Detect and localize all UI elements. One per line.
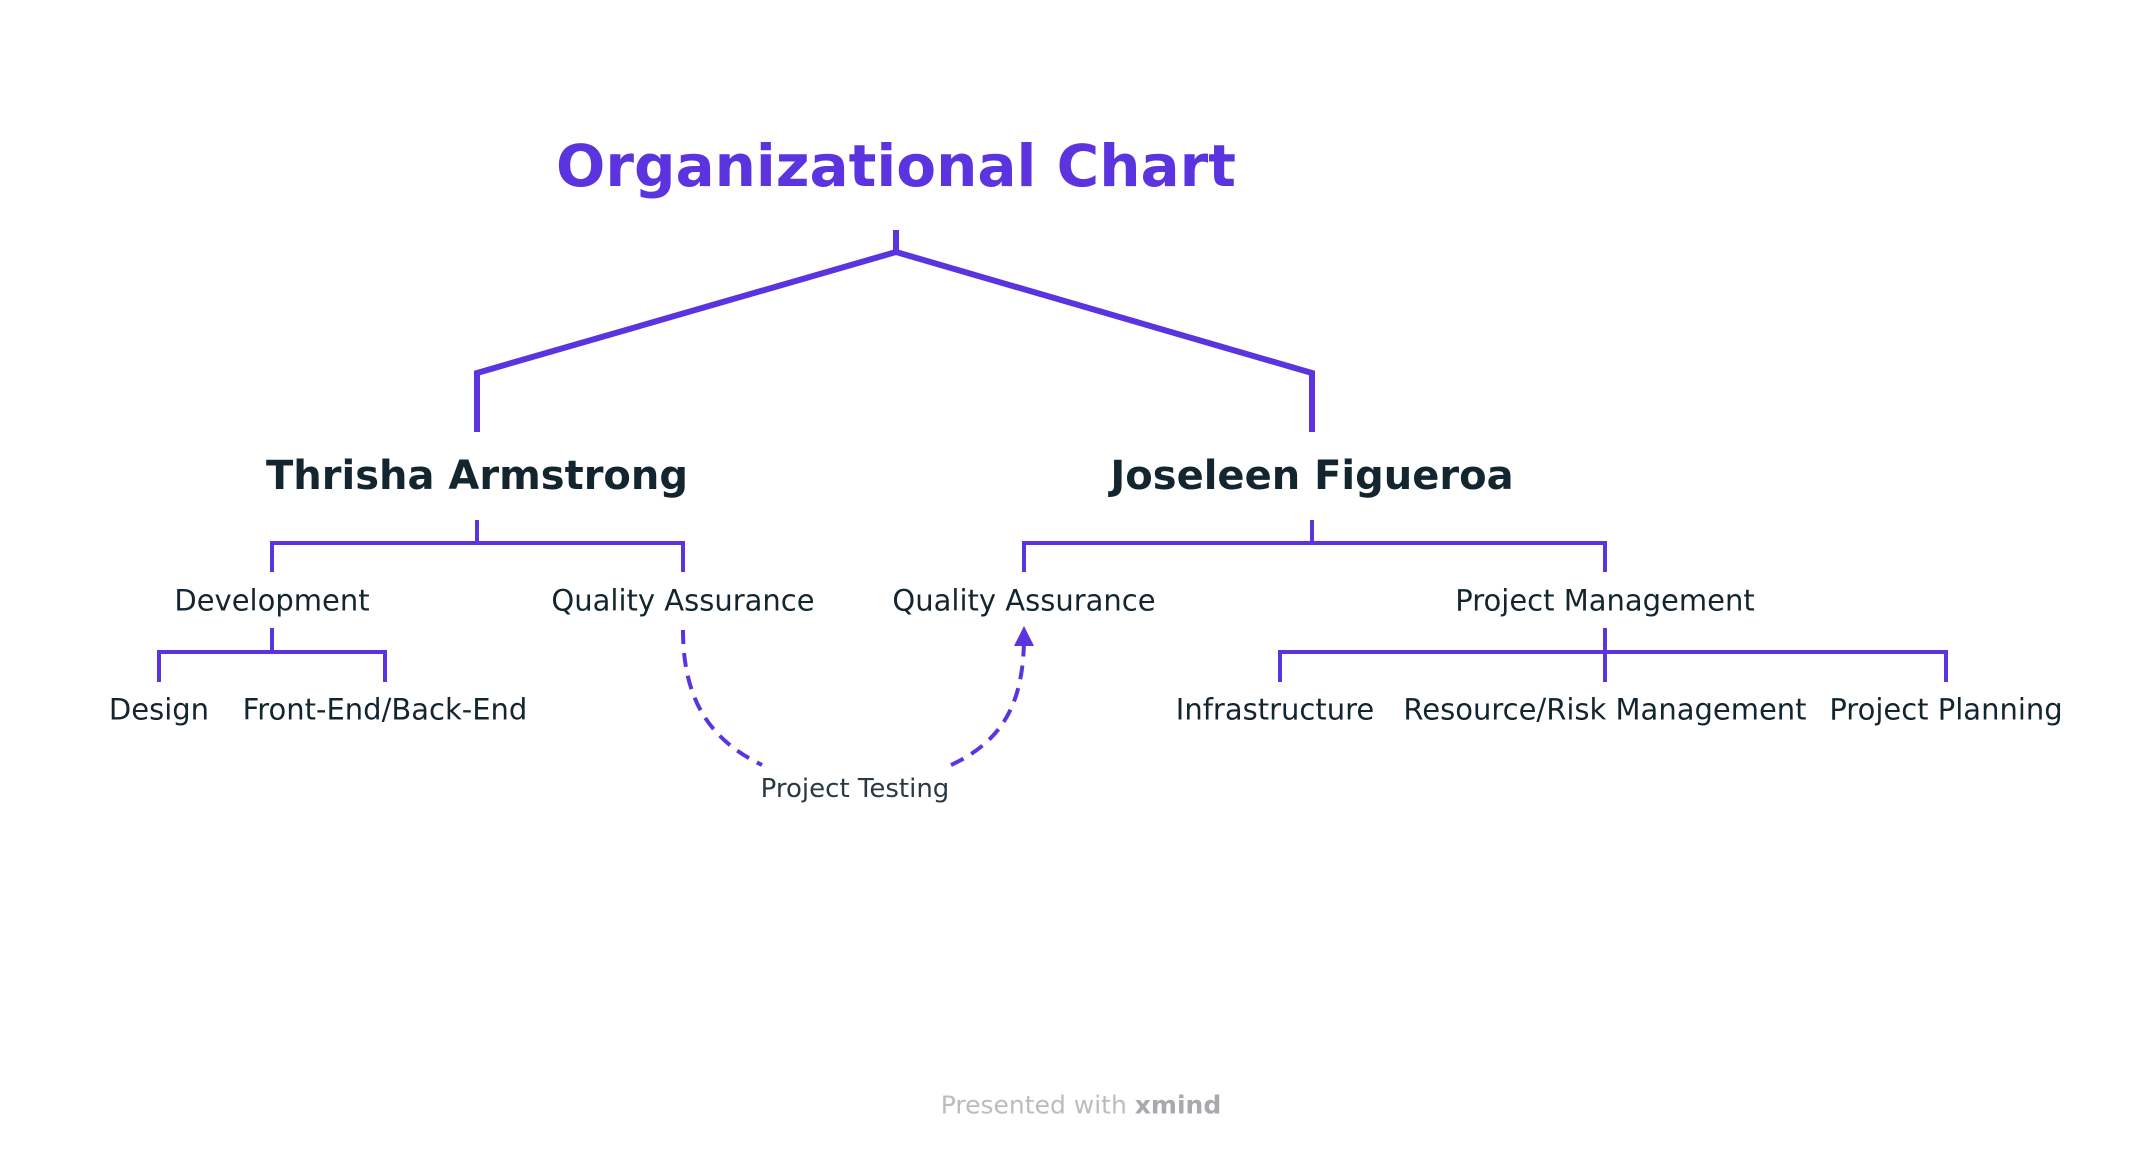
relationship-curve-right [950,626,1034,767]
team-project-planning[interactable]: Project Planning [1829,692,2063,727]
team-infrastructure[interactable]: Infrastructure [1175,692,1375,727]
connector-development-to-teams [157,628,387,682]
team-resource-risk-management[interactable]: Resource/Risk Management [1403,692,1807,727]
footer-credit: Presented with xmind [941,1091,1221,1120]
footer-prefix: Presented with [940,1090,1127,1120]
department-quality-assurance-left[interactable]: Quality Assurance [551,583,815,618]
team-front-end-back-end[interactable]: Front-End/Back-End [242,692,528,727]
department-development[interactable]: Development [174,583,370,618]
team-design[interactable]: Design [108,692,210,727]
connector-root-to-managers [474,230,1315,432]
department-project-management[interactable]: Project Management [1455,583,1755,618]
relationship-curve-left [681,629,763,767]
connector-joseleen-to-departments [1022,520,1607,572]
connector-thrisha-to-departments [270,520,685,572]
manager-joseleen-figueroa[interactable]: Joseleen Figueroa [1110,453,1514,499]
manager-thrisha-armstrong[interactable]: Thrisha Armstrong [265,453,689,499]
department-quality-assurance-right[interactable]: Quality Assurance [892,583,1156,618]
relationship-label[interactable]: Project Testing [760,774,950,804]
connector-project-management-to-teams [1278,628,1948,682]
chart-title[interactable]: Organizational Chart [556,132,1236,200]
xmind-logo: xmind [1134,1090,1222,1120]
